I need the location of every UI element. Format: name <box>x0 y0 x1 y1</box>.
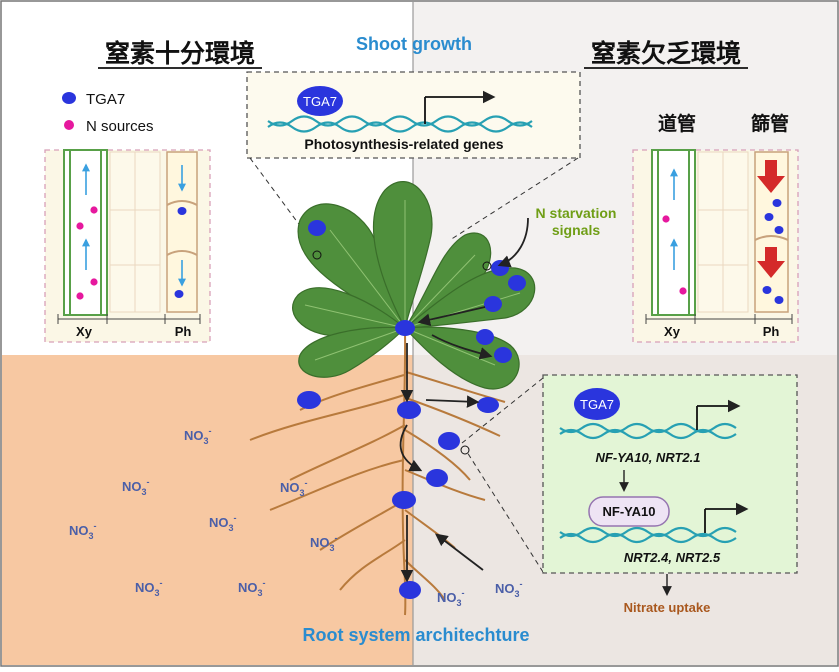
tga7-dot <box>762 286 772 294</box>
right-xy-label: Xy <box>664 324 681 339</box>
dna-helix <box>267 115 533 133</box>
left-xy-label: Xy <box>76 324 93 339</box>
n-source-dot <box>662 215 670 223</box>
tga7-dot <box>476 329 494 345</box>
nitrate-ion-label: NO3- <box>280 478 308 498</box>
zoom-point-icon <box>312 250 322 260</box>
legend-tga7-dot <box>62 92 76 104</box>
tga7-dot <box>297 391 321 409</box>
n-source-dot <box>76 222 84 230</box>
tga7-dot <box>308 220 326 236</box>
title-root-architecture: Root system architechture <box>302 625 529 645</box>
tga7-dot <box>508 275 526 291</box>
zoom-line <box>466 451 544 573</box>
photosynthesis-genes-label: Photosynthesis-related genes <box>304 136 503 152</box>
tga7-dot <box>477 397 499 413</box>
tga7-dot <box>174 290 184 298</box>
nitrate-uptake-label: Nitrate uptake <box>624 600 711 615</box>
n-source-dot <box>679 287 687 295</box>
tga7-protein-shoot <box>297 86 343 116</box>
title-right: 窒素欠乏環境 <box>591 39 741 68</box>
phloem-title: 篩管 <box>751 112 789 135</box>
tga7-protein-root-label: TGA7 <box>580 397 614 412</box>
genes-nrt24-nrt25: NRT2.4, NRT2.5 <box>624 550 721 565</box>
tga7-dot <box>774 296 784 304</box>
tga7-dot <box>392 491 416 509</box>
left-ph-label: Ph <box>175 324 192 339</box>
zoom-line <box>449 157 579 241</box>
xylem-title: 道管 <box>658 112 696 135</box>
nitrate-ion-label: NO3- <box>437 588 465 608</box>
right-ph-label: Ph <box>763 324 780 339</box>
nitrate-ion-label: NO3- <box>184 426 212 446</box>
nitrate-ion-label: NO3- <box>310 533 338 553</box>
legend-n-sources-label: N sources <box>86 118 154 135</box>
tga7-dot <box>484 296 502 312</box>
legend-tga7-label: TGA7 <box>86 91 125 108</box>
shoot-gene-box <box>246 71 581 159</box>
nitrate-ion-label: NO3- <box>495 579 523 599</box>
tga7-dot <box>395 320 415 336</box>
dna-helix <box>559 422 737 440</box>
tga7-protein-shoot-label: TGA7 <box>303 94 337 109</box>
genes-nfya10-nrt21: NF-YA10, NRT2.1 <box>596 450 701 465</box>
title-left: 窒素十分環境 <box>105 39 255 68</box>
title-shoot-growth: Shoot growth <box>356 34 472 54</box>
n-starvation-label-2: signals <box>552 222 600 238</box>
dna-helix <box>559 526 737 544</box>
tga7-dot <box>177 207 187 215</box>
tga7-dot <box>494 347 512 363</box>
nitrate-ion-label: NO3- <box>238 578 266 598</box>
left-tissue-panel <box>44 149 211 343</box>
tga7-dot <box>774 226 784 234</box>
tga7-dot <box>426 469 448 487</box>
soil-left <box>2 355 413 665</box>
nitrate-ion-label: NO3- <box>122 477 150 497</box>
tga7-protein-root <box>574 388 620 420</box>
n-source-dot <box>90 278 98 286</box>
n-starvation-label-1: N starvation <box>536 205 617 221</box>
nitrate-ion-label: NO3- <box>209 513 237 533</box>
signal-arrows <box>399 217 529 583</box>
tga7-dot <box>399 581 421 599</box>
right-tissue-panel <box>632 149 799 343</box>
nfya10-protein-label: NF-YA10 <box>603 504 656 519</box>
zoom-point-icon <box>482 261 492 271</box>
tga7-dot <box>438 432 460 450</box>
zoom-line <box>249 157 319 251</box>
nfya10-protein <box>588 496 670 527</box>
legend-n-sources-dot <box>64 120 74 130</box>
tga7-dot <box>772 199 782 207</box>
nitrate-labels: NO3- NO3- NO3- NO3- NO3- NO3- NO3- NO3- … <box>69 426 523 608</box>
zoom-point-icon <box>460 445 470 455</box>
tga7-dot <box>397 401 421 419</box>
tga7-dot <box>764 213 774 221</box>
nitrate-ion-label: NO3- <box>135 578 163 598</box>
n-source-dot <box>90 206 98 214</box>
nitrate-ion-label: NO3- <box>69 521 97 541</box>
n-source-dot <box>76 292 84 300</box>
